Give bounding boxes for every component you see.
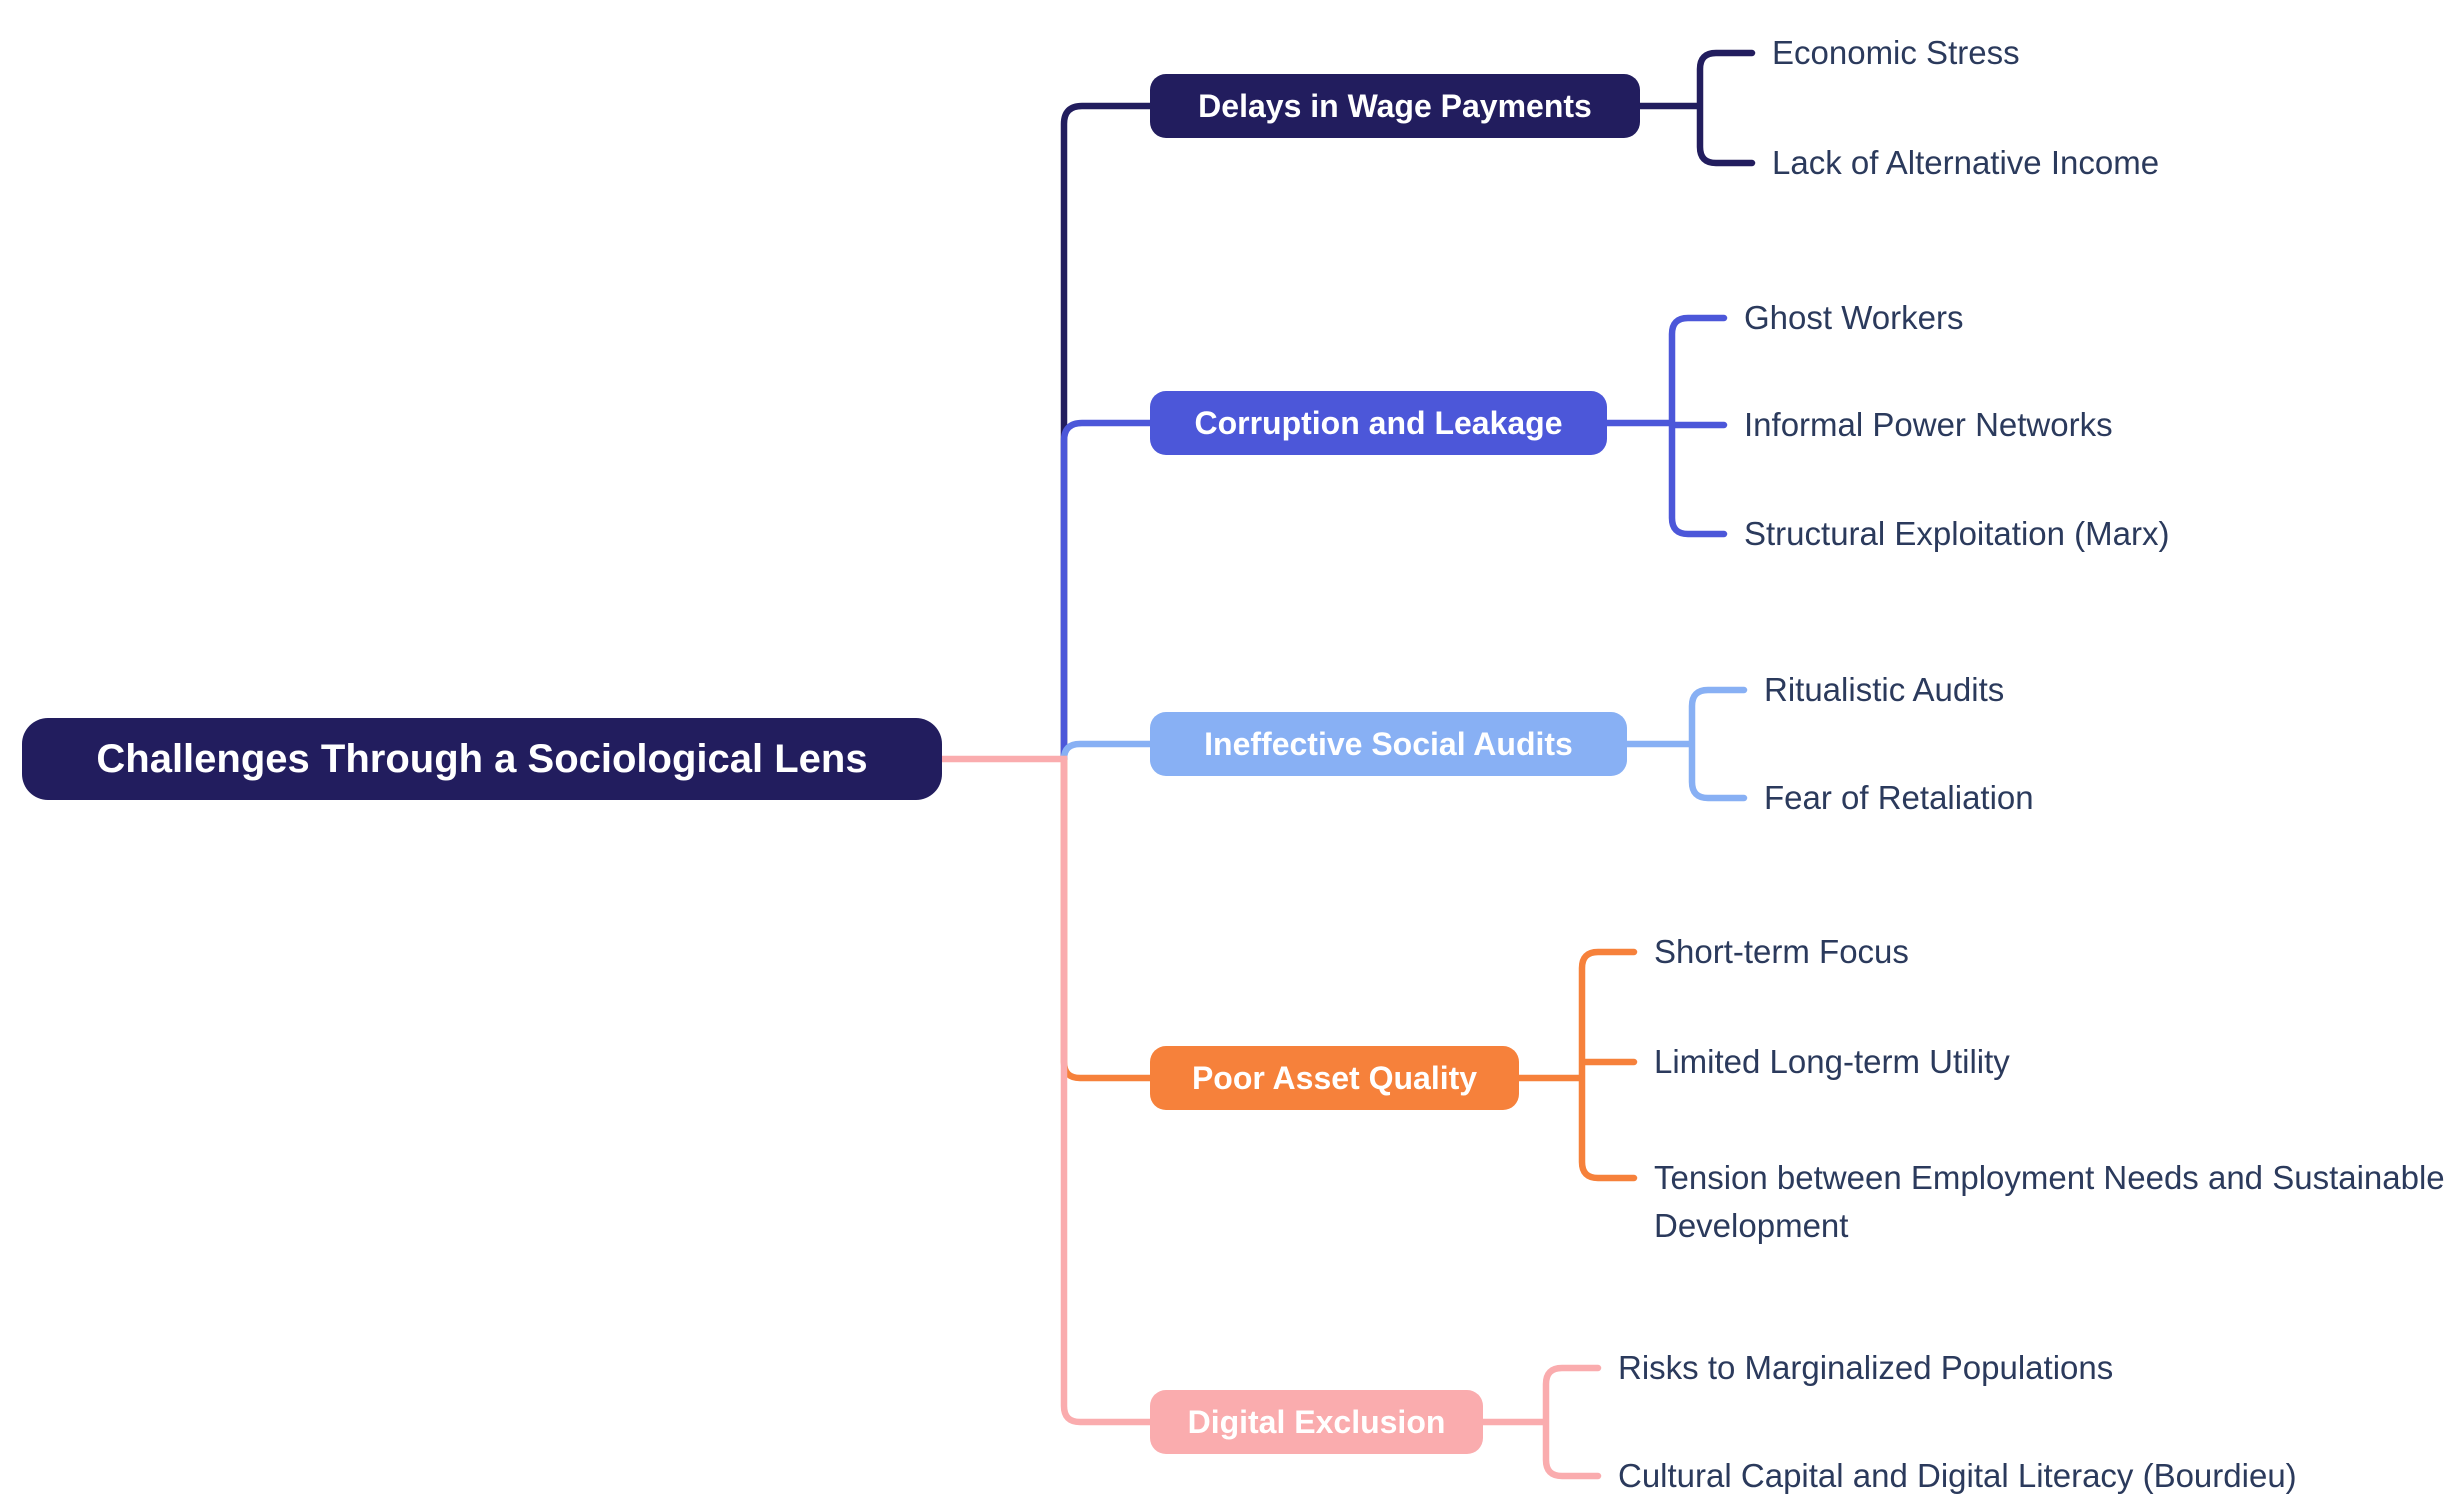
- subtopic-informal-power-networks[interactable]: Informal Power Networks: [1744, 406, 2113, 443]
- connector-branch-corruption: [1060, 314, 1728, 763]
- topic-corruption-and-leakage[interactable]: Corruption and Leakage: [1150, 391, 1607, 455]
- subtopic-cultural-capital-digital-literacy[interactable]: Cultural Capital and Digital Literacy (B…: [1618, 1457, 2297, 1494]
- subtopic-structural-exploitation[interactable]: Structural Exploitation (Marx): [1744, 515, 2170, 552]
- subtopic-ghost-workers[interactable]: Ghost Workers: [1744, 299, 1964, 336]
- topic-poor-asset-quality[interactable]: Poor Asset Quality: [1150, 1046, 1519, 1110]
- topic-ineffective-social-audits[interactable]: Ineffective Social Audits: [1150, 712, 1627, 776]
- topic-delays-in-wage-payments[interactable]: Delays in Wage Payments: [1150, 74, 1640, 138]
- subtopic-lack-of-alternative-income[interactable]: Lack of Alternative Income: [1772, 144, 2160, 181]
- subtopic-fear-of-retaliation[interactable]: Fear of Retaliation: [1764, 779, 2034, 816]
- subtopic-economic-stress[interactable]: Economic Stress: [1772, 34, 2020, 71]
- subtopic-tension-employment-sustainability[interactable]: Tension between Employment Needs and Sus…: [1654, 1159, 2445, 1244]
- subtopic-ritualistic-audits[interactable]: Ritualistic Audits: [1764, 671, 2005, 708]
- topic-digital-exclusion[interactable]: Digital Exclusion: [1150, 1390, 1483, 1454]
- connector-branch-digital: [938, 755, 1602, 1480]
- subtopic-limited-long-term-utility[interactable]: Limited Long-term Utility: [1654, 1043, 2010, 1080]
- root-topic[interactable]: Challenges Through a Sociological Lens: [22, 718, 942, 800]
- connector-branch-assets: [1060, 755, 1638, 1182]
- subtopic-risks-to-marginalized-populations[interactable]: Risks to Marginalized Populations: [1618, 1349, 2114, 1386]
- subtopic-short-term-focus[interactable]: Short-term Focus: [1654, 933, 1909, 970]
